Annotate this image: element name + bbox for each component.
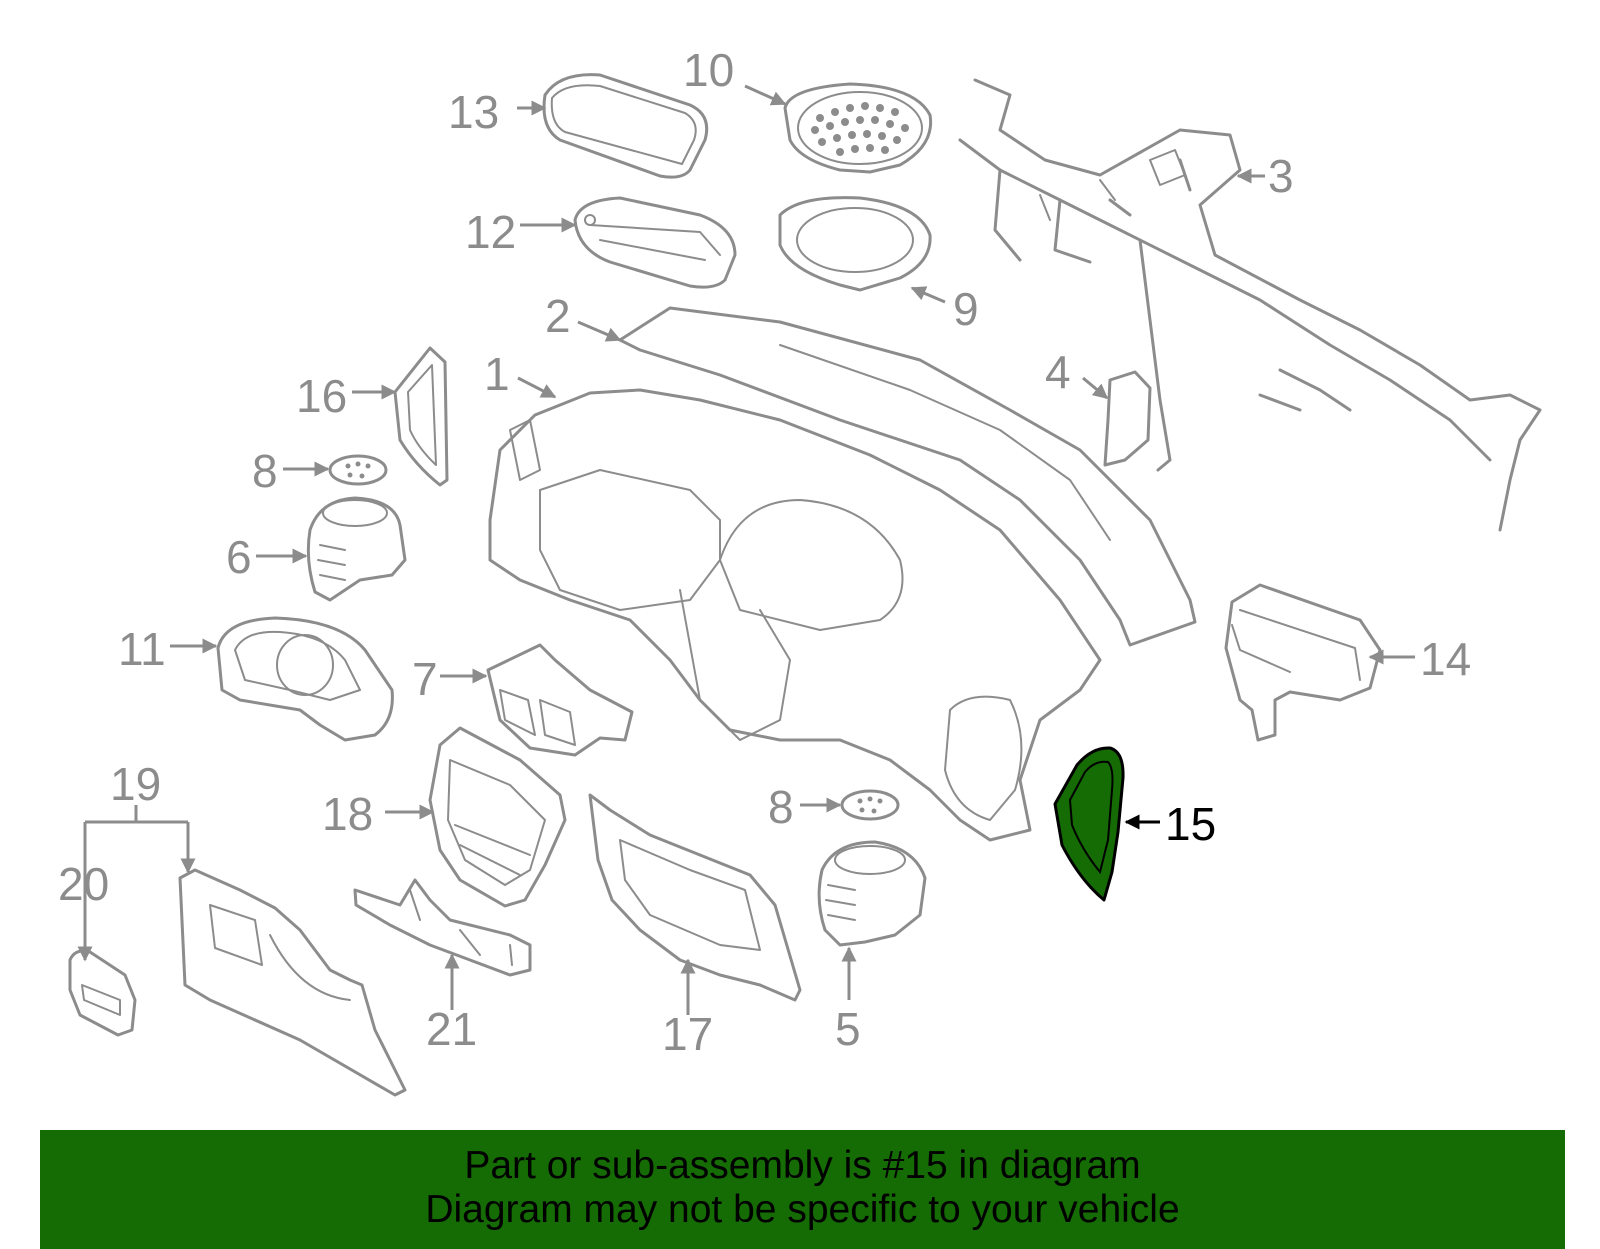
callout-11: 11 <box>118 623 166 675</box>
part-18-center-bezel <box>428 726 567 908</box>
part-2-upper-pad <box>618 306 1197 647</box>
part-17-lower-panel <box>588 793 802 1002</box>
callout-6: 6 <box>226 531 252 583</box>
part-13-panel <box>542 73 709 179</box>
callout-4: 4 <box>1045 346 1071 398</box>
callout-3: 3 <box>1268 150 1294 202</box>
part-3-crossmember <box>958 78 1542 532</box>
info-banner: Part or sub-assembly is #15 in diagram D… <box>40 1130 1565 1249</box>
part-8b-plug <box>840 789 900 821</box>
callout-7: 7 <box>412 653 438 705</box>
part-20-trim <box>68 949 137 1037</box>
part-8a-plug <box>328 454 388 486</box>
banner-line-2: Diagram may not be specific to your vehi… <box>425 1188 1180 1231</box>
callout-8b: 8 <box>768 781 794 833</box>
callout-17: 17 <box>662 1008 713 1060</box>
part-16-side-vent <box>393 346 449 487</box>
part-21-bracket <box>353 878 532 977</box>
callout-8a: 8 <box>252 445 278 497</box>
callout-9: 9 <box>953 283 979 335</box>
callout-14: 14 <box>1420 633 1471 685</box>
part-5-vent <box>817 840 927 947</box>
callout-21: 21 <box>426 1003 477 1055</box>
part-6-vent <box>306 496 407 602</box>
callout-13: 13 <box>448 86 499 138</box>
callout-18: 18 <box>322 788 373 840</box>
leader-lines <box>77 84 1415 1015</box>
callout-20: 20 <box>58 858 109 910</box>
callout-16: 16 <box>296 370 347 422</box>
part-19-knee-panel <box>178 868 407 1097</box>
callout-12: 12 <box>465 206 516 258</box>
part-1-dashboard <box>488 388 1102 842</box>
callout-19: 19 <box>110 758 161 810</box>
callout-15: 15 <box>1165 798 1216 850</box>
part-7-center-vent <box>486 643 634 757</box>
part-15-highlighted[interactable] <box>1053 746 1125 902</box>
callout-1: 1 <box>484 348 510 400</box>
callout-labels: 13 10 3 12 9 2 1 16 4 8 6 11 7 14 19 18 … <box>58 44 1471 1060</box>
callout-10: 10 <box>683 44 734 96</box>
part-4-bracket <box>1103 370 1152 467</box>
banner-line-1: Part or sub-assembly is #15 in diagram <box>464 1144 1141 1187</box>
part-10-speaker-grille <box>783 82 933 174</box>
part-12-bracket <box>573 196 737 289</box>
part-11-gauge-bezel <box>216 616 394 742</box>
callout-2: 2 <box>545 290 571 342</box>
part-9-speaker-ring <box>778 196 932 292</box>
callout-5: 5 <box>835 1003 861 1055</box>
part-14-airbag-module <box>1224 583 1382 742</box>
